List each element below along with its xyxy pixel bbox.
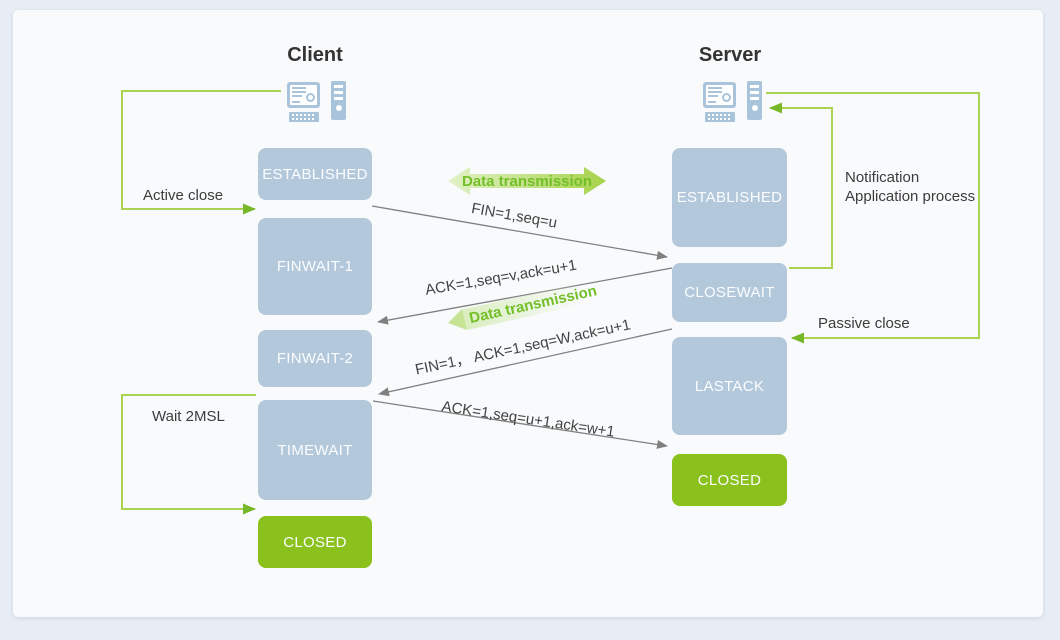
message-arrow-ack2 (372, 400, 668, 449)
state-box-server-closed: CLOSED (672, 454, 787, 506)
wait-2msl-label: Wait 2MSL (152, 408, 225, 425)
client-title: Client (287, 44, 343, 66)
state-box-client-finwait-1: FINWAIT-1 (258, 218, 372, 315)
keyboard-icon (289, 112, 319, 122)
state-box-server-closewait: CLOSEWAIT (672, 263, 787, 322)
data-transmission-arrow-top (448, 167, 606, 195)
monitor-icon (287, 82, 320, 108)
notification-line1: Notification (845, 169, 920, 186)
notification-connector (769, 102, 833, 269)
state-box-server-lastack: LASTACK (672, 337, 787, 435)
data-transmission-label-top: Data transmission (461, 173, 593, 190)
monitor-icon (703, 82, 736, 108)
passive-close-label: Passive close (818, 315, 910, 332)
message-arrow-fin (371, 205, 668, 260)
active-close-connector (121, 90, 281, 215)
state-box-client-established: ESTABLISHED (258, 148, 372, 200)
active-close-label: Active close (143, 187, 224, 204)
server-computer-icon (703, 81, 763, 122)
server-title: Server (698, 44, 762, 66)
keyboard-icon (705, 112, 735, 122)
notification-label: Notification Application process (845, 168, 1005, 206)
state-box-client-finwait-2: FINWAIT-2 (258, 330, 372, 387)
passive-close-connector (766, 92, 980, 344)
state-box-server-established: ESTABLISHED (672, 148, 787, 247)
wait-2msl-connector (121, 394, 256, 515)
notification-line2: Application process (845, 188, 976, 205)
state-box-client-closed: CLOSED (258, 516, 372, 568)
state-box-client-timewait: TIMEWAIT (258, 400, 372, 500)
tower-icon (331, 81, 346, 120)
message-arrow-finack (378, 328, 673, 397)
client-computer-icon (287, 81, 347, 122)
tower-icon (747, 81, 762, 120)
